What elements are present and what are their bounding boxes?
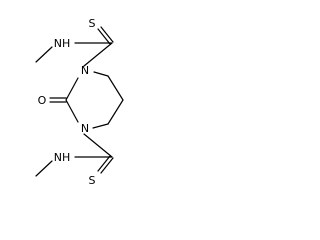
atom-label-nh-bottom: NH (54, 151, 71, 164)
atom-label-s-bottom: S (89, 174, 96, 187)
bond-n3-c-bottom (83, 133, 113, 158)
bond-n1-c2 (65, 77, 79, 101)
bond-nh-methyl-bottom (35, 160, 53, 177)
atom-label-n3: N (81, 122, 89, 135)
atom-label-n1: N (81, 64, 89, 77)
structure-canvas: S NH N O N S NH (0, 0, 147, 224)
bond-nh-methyl-top (35, 46, 53, 63)
bond-c-n1 (83, 42, 113, 67)
atom-label-s-top: S (89, 17, 96, 30)
bond-c-s-top-a (97, 28, 111, 45)
bond-c2-n3 (65, 99, 79, 123)
bond-c4-c5 (107, 99, 124, 125)
atom-label-o: O (38, 94, 47, 107)
molecule-structure: S NH N O N S NH (35, 17, 124, 187)
bond-c-s-bottom-b (100, 157, 114, 174)
bond-c-s-bottom-a (97, 155, 111, 172)
atom-label-nh-top: NH (54, 37, 71, 50)
bond-c5-c6 (107, 75, 124, 101)
bond-c-s-top-b (100, 26, 114, 43)
bond-n3-c4 (92, 123, 109, 129)
bond-c6-n1 (93, 71, 109, 77)
